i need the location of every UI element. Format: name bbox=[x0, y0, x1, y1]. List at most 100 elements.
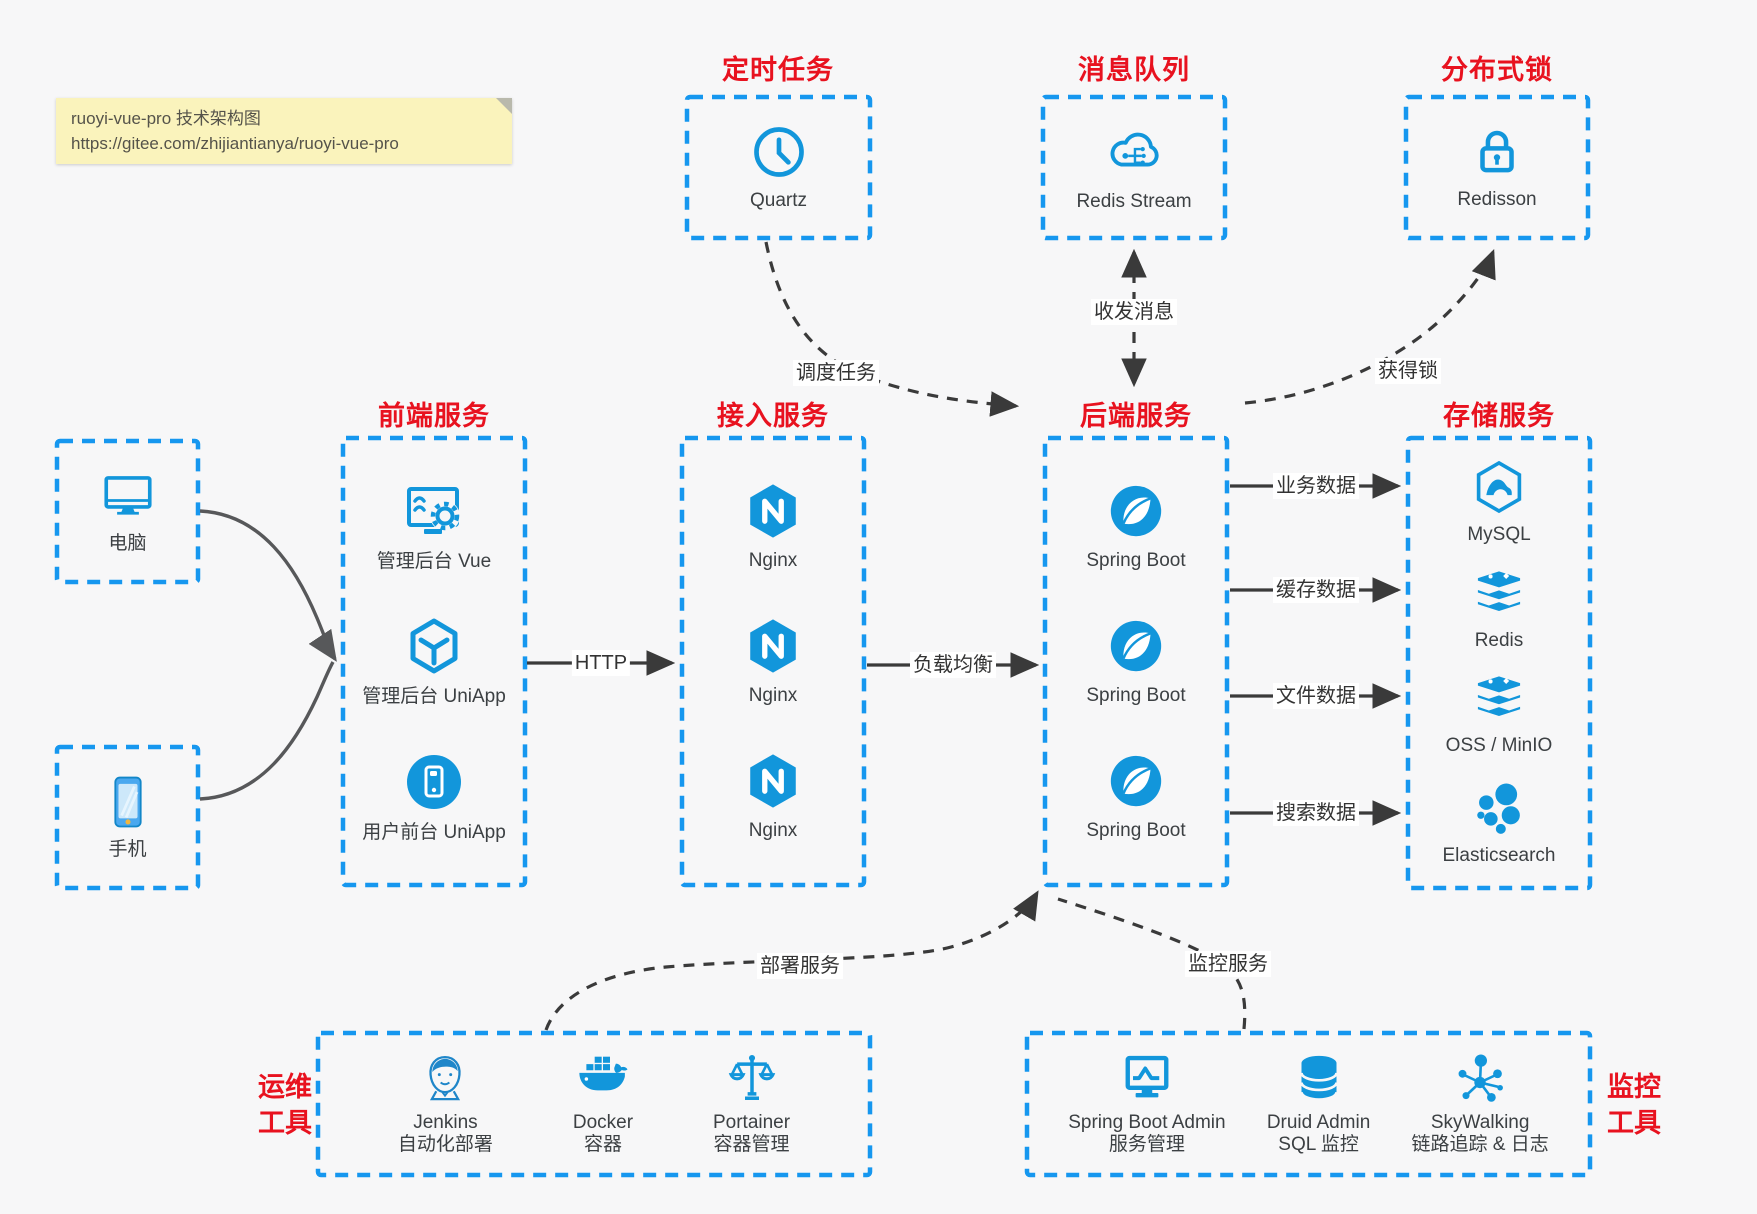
title-storage: 存储服务 bbox=[1443, 401, 1555, 431]
nginx-icon bbox=[742, 480, 804, 542]
storage-box-content: MySQL Redis OSS / MinIO Elasticsearch bbox=[1408, 438, 1590, 888]
phone-to-frontend-curve bbox=[199, 661, 335, 801]
redis-stream-box-content: Redis Stream bbox=[1043, 97, 1225, 238]
edge-label-load-balance: 负载均衡 bbox=[910, 652, 996, 678]
storage-box bbox=[1405, 435, 1593, 891]
sticky-note: ruoyi-vue-pro 技术架构图 https://gitee.com/zh… bbox=[56, 98, 512, 164]
smartphone-icon bbox=[99, 773, 157, 831]
ops-tools-box bbox=[315, 1030, 873, 1178]
schedule-arrow bbox=[764, 241, 1020, 417]
solid-arrows bbox=[527, 473, 1402, 826]
edge-label-deploy: 部署服务 bbox=[757, 953, 843, 979]
node-admin-uniapp: 管理后台 UniApp bbox=[362, 614, 506, 709]
edge-label-messaging: 收发消息 bbox=[1091, 299, 1177, 325]
node-pc: 电脑 bbox=[99, 467, 157, 556]
pc-box bbox=[54, 438, 201, 585]
frontend-box bbox=[340, 435, 528, 888]
client-curves bbox=[199, 509, 337, 801]
acquire-lock-arrow bbox=[1244, 249, 1496, 405]
edge-label-cache-data: 缓存数据 bbox=[1273, 577, 1359, 603]
node-spring-boot-3: Spring Boot bbox=[1086, 750, 1186, 843]
monitor-tools-content: Spring Boot Admin 服务管理 Druid Admin SQL 监… bbox=[1027, 1033, 1590, 1175]
node-spring-boot-admin: Spring Boot Admin 服务管理 bbox=[1068, 1051, 1226, 1157]
node-label: Quartz bbox=[749, 190, 808, 211]
redis-stream-box bbox=[1040, 94, 1228, 241]
node-jenkins: Jenkins 自动化部署 bbox=[398, 1051, 493, 1157]
node-admin-vue: 管理后台 Vue bbox=[377, 479, 491, 574]
node-label: Redisson bbox=[1457, 189, 1537, 210]
node-druid-admin: Druid Admin SQL 监控 bbox=[1267, 1051, 1370, 1157]
title-ops-tools: 运维 工具 bbox=[258, 1072, 312, 1138]
quartz-box-content: Quartz bbox=[687, 97, 870, 238]
gateway-box bbox=[679, 435, 867, 888]
pc-box-content: 电脑 bbox=[57, 441, 198, 582]
redis-stack-icon bbox=[1470, 568, 1528, 622]
node-label: Redis Stream bbox=[1076, 191, 1192, 212]
nginx-icon bbox=[742, 615, 804, 677]
node-elasticsearch: Elasticsearch bbox=[1443, 779, 1556, 868]
edge-label-business-data: 业务数据 bbox=[1273, 473, 1359, 499]
redisson-box bbox=[1403, 94, 1591, 241]
node-mysql: MySQL bbox=[1467, 458, 1531, 547]
mysql-icon bbox=[1470, 458, 1528, 516]
portainer-icon bbox=[724, 1051, 780, 1107]
druid-db-icon bbox=[1291, 1051, 1347, 1107]
user-app-icon bbox=[402, 750, 466, 814]
node-docker: Docker 容器 bbox=[573, 1051, 633, 1157]
clock-icon bbox=[749, 122, 809, 182]
oss-stack-icon bbox=[1470, 673, 1528, 727]
elasticsearch-icon bbox=[1470, 779, 1528, 837]
node-label: 电脑 bbox=[108, 533, 147, 554]
node-phone: 手机 bbox=[99, 773, 157, 862]
node-oss-minio: OSS / MinIO bbox=[1446, 673, 1552, 758]
redisson-box-content: Redisson bbox=[1406, 97, 1588, 238]
edge-label-search-data: 搜索数据 bbox=[1273, 800, 1359, 826]
node-redis-stream: Redis Stream bbox=[1076, 121, 1192, 214]
phone-box-content: 手机 bbox=[57, 747, 198, 888]
title-scheduled-task: 定时任务 bbox=[722, 55, 834, 85]
node-quartz: Quartz bbox=[749, 122, 809, 213]
node-spring-boot-2: Spring Boot bbox=[1086, 615, 1186, 708]
node-redisson: Redisson bbox=[1457, 123, 1537, 212]
node-nginx-3: Nginx bbox=[742, 750, 804, 843]
title-message-queue: 消息队列 bbox=[1078, 55, 1190, 85]
monitor-tools-box bbox=[1024, 1030, 1593, 1178]
frontend-box-content: 管理后台 Vue 管理后台 UniApp 用户前台 UniApp bbox=[343, 438, 525, 885]
note-fold-corner bbox=[496, 98, 512, 114]
node-skywalking: SkyWalking 链路追踪 & 日志 bbox=[1412, 1051, 1549, 1157]
nginx-icon bbox=[742, 750, 804, 812]
node-spring-boot-1: Spring Boot bbox=[1086, 480, 1186, 573]
edge-label-schedule: 调度任务 bbox=[793, 360, 879, 386]
node-redis: Redis bbox=[1470, 568, 1528, 653]
gateway-box-content: Nginx Nginx Nginx bbox=[682, 438, 864, 885]
spring-icon bbox=[1105, 750, 1167, 812]
cloud-stream-icon bbox=[1103, 121, 1165, 183]
spring-icon bbox=[1105, 615, 1167, 677]
lock-icon bbox=[1468, 123, 1526, 181]
note-title: ruoyi-vue-pro 技术架构图 bbox=[71, 109, 261, 128]
ops-tools-content: Jenkins 自动化部署 Docker 容器 Portainer 容器管理 bbox=[318, 1033, 870, 1175]
title-gateway: 接入服务 bbox=[717, 401, 829, 431]
title-distributed-lock: 分布式锁 bbox=[1441, 55, 1553, 85]
uniapp-cube-icon bbox=[402, 614, 466, 678]
node-nginx-2: Nginx bbox=[742, 615, 804, 708]
backend-box bbox=[1042, 435, 1230, 888]
backend-box-content: Spring Boot Spring Boot Spring Boot bbox=[1045, 438, 1227, 885]
desktop-icon bbox=[99, 467, 157, 525]
admin-vue-icon bbox=[402, 479, 466, 543]
edge-label-file-data: 文件数据 bbox=[1273, 683, 1359, 709]
group-boxes bbox=[54, 94, 1593, 1178]
node-portainer: Portainer 容器管理 bbox=[713, 1051, 790, 1157]
skywalking-icon bbox=[1452, 1051, 1508, 1107]
phone-box bbox=[54, 744, 201, 891]
title-frontend: 前端服务 bbox=[378, 401, 490, 431]
jenkins-icon bbox=[417, 1051, 473, 1107]
pc-to-frontend-curve bbox=[199, 509, 337, 662]
node-user-uniapp: 用户前台 UniApp bbox=[362, 750, 506, 845]
edge-label-monitor: 监控服务 bbox=[1185, 951, 1271, 977]
quartz-box bbox=[684, 94, 873, 241]
spring-icon bbox=[1105, 480, 1167, 542]
docker-icon bbox=[575, 1051, 631, 1107]
note-url: https://gitee.com/zhijiantianya/ruoyi-vu… bbox=[71, 134, 399, 153]
